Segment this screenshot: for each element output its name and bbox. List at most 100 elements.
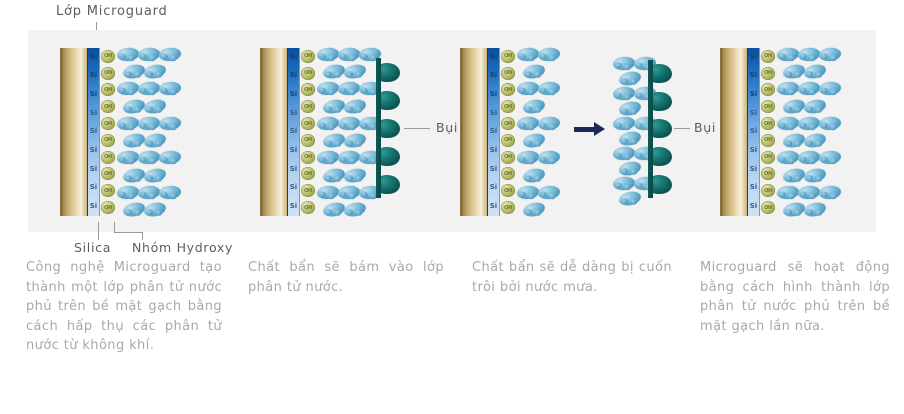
dust-blob	[376, 118, 400, 138]
water-molecule-row	[776, 200, 848, 219]
hydroxy-bead	[101, 83, 115, 97]
hydrogen-atom	[318, 122, 327, 129]
water-molecule	[342, 166, 369, 185]
si-symbol: Si	[289, 146, 298, 155]
hydrogen-atom	[527, 54, 535, 62]
water-molecule	[818, 184, 844, 201]
tile-body	[60, 48, 87, 216]
dust-leader-line	[674, 128, 690, 129]
hydrogen-atom	[808, 192, 816, 200]
captions-row: Công nghệ Microguard tạo thành một lớp p…	[0, 258, 904, 378]
si-symbol: Si	[289, 202, 298, 211]
panel-step-2: Si Si Si Si Si Si Si Si Si	[240, 30, 457, 232]
water-molecule-row	[516, 62, 564, 81]
water-molecule-row	[776, 166, 848, 185]
hydrogen-atom	[805, 105, 814, 113]
si-symbol: Si	[749, 183, 758, 192]
hydroxy-bead	[761, 100, 775, 114]
hydroxy-group-column	[500, 48, 516, 216]
hydroxy-bead	[301, 167, 315, 181]
hydrogen-atom	[805, 174, 814, 182]
dust-spine	[376, 58, 381, 198]
hydrogen-atom	[630, 168, 638, 176]
si-symbol-column: Si Si Si Si Si Si Si Si Si	[748, 48, 759, 216]
water-molecule	[158, 184, 184, 201]
hydrogen-atom	[518, 191, 527, 198]
water-molecule	[521, 200, 548, 219]
water-molecule-row	[776, 80, 848, 97]
hydrogen-atom	[794, 140, 802, 148]
hydrogen-atom	[145, 105, 154, 113]
hydrogen-atom	[524, 105, 533, 113]
hydrogen-atom	[794, 106, 802, 113]
hydrogen-atom	[815, 71, 823, 79]
water-molecule	[521, 62, 548, 81]
hydrogen-atom	[794, 175, 802, 182]
dust-label: Bụi	[694, 120, 717, 135]
si-symbol: Si	[749, 127, 758, 136]
hydroxy-bead	[501, 184, 515, 198]
hydrogen-atom	[160, 191, 169, 198]
water-molecule	[537, 184, 563, 201]
hydrogen-atom	[548, 192, 556, 200]
water-molecule-row	[776, 131, 848, 150]
hydrogen-atom	[630, 78, 638, 86]
silica-leader-stem	[98, 222, 99, 240]
hydrogen-atom	[815, 175, 823, 182]
hydroxy-group-column	[100, 48, 116, 216]
water-molecule	[142, 62, 169, 81]
hydrogen-atom	[345, 174, 354, 182]
hydroxy-bead	[501, 133, 515, 147]
hydrogen-atom	[355, 140, 363, 148]
hydrogen-atom	[630, 138, 638, 146]
si-symbol: Si	[289, 164, 298, 173]
hydrogen-atom	[345, 105, 354, 113]
hydrogen-atom	[778, 191, 787, 198]
water-molecule	[142, 97, 169, 116]
si-symbol: Si	[89, 146, 98, 155]
hydrogen-atom	[815, 140, 823, 148]
dust-spine	[648, 60, 653, 198]
dust-blob	[648, 174, 672, 194]
hydrogen-atom	[787, 54, 795, 62]
si-symbol: Si	[89, 202, 98, 211]
water-molecule	[617, 99, 644, 118]
water-molecule-row	[116, 46, 188, 63]
dust-blob	[648, 147, 672, 167]
hydrogen-atom	[794, 71, 802, 79]
hydrogen-atom	[134, 209, 142, 216]
hydroxy-bead	[301, 184, 315, 198]
hydroxy-bead	[301, 117, 315, 131]
hydrogen-atom	[355, 71, 363, 79]
water-molecule	[818, 115, 844, 132]
si-symbol: Si	[89, 71, 98, 80]
hydrogen-atom	[794, 209, 802, 216]
hydrogen-atom	[348, 192, 356, 200]
water-molecule	[802, 62, 829, 81]
si-symbol: Si	[489, 146, 498, 155]
si-symbol: Si	[89, 90, 98, 99]
hydrogen-atom	[820, 122, 829, 129]
si-symbol: Si	[749, 164, 758, 173]
water-molecule	[342, 62, 369, 81]
water-molecule	[802, 131, 829, 150]
hydrogen-atom	[787, 158, 795, 165]
arrow-head	[594, 122, 605, 136]
tile-body	[460, 48, 487, 216]
hydrogen-atom	[334, 71, 342, 79]
hydroxy-bead	[761, 66, 775, 80]
water-molecule	[617, 69, 644, 88]
hydrogen-atom	[127, 123, 135, 131]
water-molecule-row	[516, 131, 564, 150]
hydroxy-bead	[501, 201, 515, 215]
water-molecule-row	[516, 46, 564, 63]
si-symbol: Si	[289, 183, 298, 192]
rinse-arrow-icon	[574, 122, 605, 136]
dust-blob	[648, 64, 672, 84]
tile-substrate: Si Si Si Si Si Si Si Si Si	[720, 48, 760, 216]
hydroxy-bead	[501, 117, 515, 131]
hydrogen-atom	[623, 63, 631, 71]
hydroxy-bead	[761, 184, 775, 198]
hydrogen-atom	[527, 158, 535, 165]
arrow-shaft	[574, 126, 594, 132]
